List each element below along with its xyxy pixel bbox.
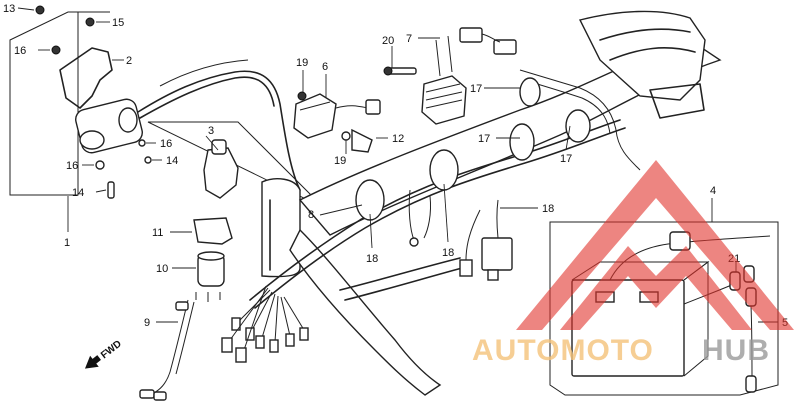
watermark-text-a: AUTOMOTO [472,334,654,367]
callout-1: 1 [64,237,70,249]
nut-15 [85,17,95,27]
forward-indicator: FWD [84,339,124,369]
callout-6: 6 [322,61,328,73]
callout-4: 4 [710,185,716,197]
callout-18: 18 [366,253,378,265]
tie-strap [159,59,249,87]
starter-relay [383,27,517,125]
callout-8: 8 [308,209,314,221]
callout-20: 20 [382,35,394,47]
bracket-12 [351,128,373,153]
harness-clamps [355,77,591,221]
callout-17: 17 [478,133,490,145]
bolt-19b [341,131,351,141]
callout-16: 16 [66,160,78,172]
callout-11: 11 [152,227,163,239]
bolt-19a [297,91,307,101]
head-pipe [261,178,301,278]
callout-19: 19 [334,155,346,167]
spark-plug-cap [147,121,319,206]
harness-connectors [221,285,309,363]
nut-16c [95,160,105,170]
washer-16b [138,139,146,147]
relay-bracket-11 [193,217,233,245]
coil-cap [79,130,105,150]
group-frame-left [9,11,79,196]
callout-2: 2 [126,55,132,67]
callout-14: 14 [72,187,84,199]
callout-labels: 13 15 16 2 16 16 14 14 1 3 11 10 9 19 6 … [3,3,788,329]
callout-13: 13 [3,3,15,15]
group-frame-battery [549,221,779,396]
regulator-rectifier [293,91,381,153]
watermark-text-b: HUB [702,334,770,367]
callout-18: 18 [442,247,454,259]
coil-bracket [59,47,113,109]
fwd-label: FWD [99,339,124,362]
callout-17: 17 [470,83,482,95]
callout-10: 10 [156,263,168,275]
nut-16a [51,45,61,55]
fuse-box [669,231,691,251]
connector-block-center [481,237,513,271]
forward-arrow-icon [84,355,101,369]
bolt-14b [107,181,115,199]
callout-16: 16 [160,138,172,150]
sub-harness [139,299,195,401]
watermark: AUTOMOTO HUB [472,160,794,367]
callout-16: 16 [14,45,26,57]
bolt-14a [144,156,152,164]
wire-harness [221,69,641,363]
callout-3: 3 [208,125,214,137]
callout-14: 14 [166,155,178,167]
callout-15: 15 [112,17,124,29]
callout-9: 9 [144,317,150,329]
callout-18: 18 [542,203,554,215]
ignition-coil-assembly [9,5,301,199]
rear-frame [578,10,706,101]
bolt-13 [35,5,45,15]
callout-7: 7 [406,33,412,45]
high-tension-lead-2 [139,76,275,119]
callout-17: 17 [560,153,572,165]
turn-signal-relay [193,217,233,302]
watermark-logo-icon [516,160,794,330]
small-connector [459,259,473,277]
callout-12: 12 [392,133,404,145]
harness-branch-right [519,69,641,171]
high-tension-lead [137,70,301,191]
coil-end [118,107,138,133]
down-tube [289,228,442,396]
callout-19: 19 [296,57,308,69]
